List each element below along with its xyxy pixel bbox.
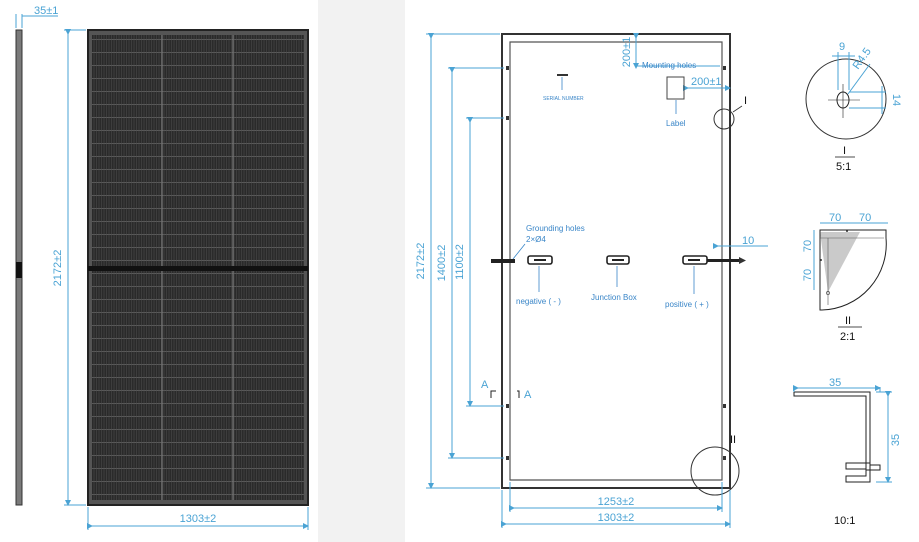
section-aa-height: 35 xyxy=(890,434,902,446)
mounting-vertical-dimension: 200±1 xyxy=(621,37,633,68)
rear-panel: 2172±2 1400±2 1100±2 200±1 Mounting hole… xyxy=(415,33,768,528)
cable-length-dimension: 10 xyxy=(742,235,754,247)
detail-i-drawing: 9 R4.5 14 I 5:1 xyxy=(805,41,902,173)
positive-label: positive ( + ) xyxy=(665,300,709,309)
rear-inner-height-dimension: 1100±2 xyxy=(454,244,466,280)
detail-ii-name: II xyxy=(845,315,851,327)
section-aa-drawing: 35 35 10:1 xyxy=(793,377,902,527)
junction-box-label: Junction Box xyxy=(591,293,637,302)
section-a-right: A xyxy=(524,389,532,401)
positive-cable xyxy=(707,259,741,262)
negative-cable xyxy=(491,259,515,263)
label-area-label: Label xyxy=(666,119,686,128)
mounting-horizontal-dimension: 200±1 xyxy=(691,76,722,88)
grounding-holes-label: Grounding holes xyxy=(526,224,585,233)
thickness-dimension: 35±1 xyxy=(34,5,58,17)
detail-ii-dim-top2: 70 xyxy=(859,212,871,224)
detail-ii-marker: II xyxy=(730,434,736,446)
grounding-spec-label: 2×Ø4 xyxy=(526,235,546,244)
detail-i-marker: I xyxy=(744,95,747,107)
section-a-left: A xyxy=(481,379,489,391)
detail-i-dim-14: 14 xyxy=(890,94,902,106)
section-aa-scale: 10:1 xyxy=(834,515,855,527)
serial-number-label: SERIAL NUMBER xyxy=(543,96,584,102)
outer-width-dimension: 1303±2 xyxy=(598,512,635,524)
detail-ii-drawing: 70 70 70 70 II 2:1 xyxy=(802,212,888,343)
section-aa-width: 35 xyxy=(829,377,841,389)
detail-ii-dim-side2: 70 xyxy=(802,269,814,281)
front-width-dimension: 1303±2 xyxy=(180,513,217,525)
front-panel: 2172±2 1303±2 xyxy=(52,29,309,530)
negative-label: negative ( - ) xyxy=(516,297,561,306)
mounting-holes-label: Mounting holes xyxy=(642,61,696,70)
detail-i-name: I xyxy=(843,145,846,157)
detail-ii-dim-side1: 70 xyxy=(802,240,814,252)
side-profile: 35±1 xyxy=(15,5,58,506)
detail-ii-scale: 2:1 xyxy=(840,331,855,343)
rear-total-height-dimension: 2172±2 xyxy=(415,243,427,280)
inner-width-dimension: 1253±2 xyxy=(598,496,635,508)
detail-i-scale: 5:1 xyxy=(836,161,851,173)
rear-mid-height-dimension: 1400±2 xyxy=(436,245,448,282)
detail-i-dim-9: 9 xyxy=(839,41,845,53)
front-height-dimension: 2172±2 xyxy=(52,250,64,287)
detail-ii-dim-top1: 70 xyxy=(829,212,841,224)
